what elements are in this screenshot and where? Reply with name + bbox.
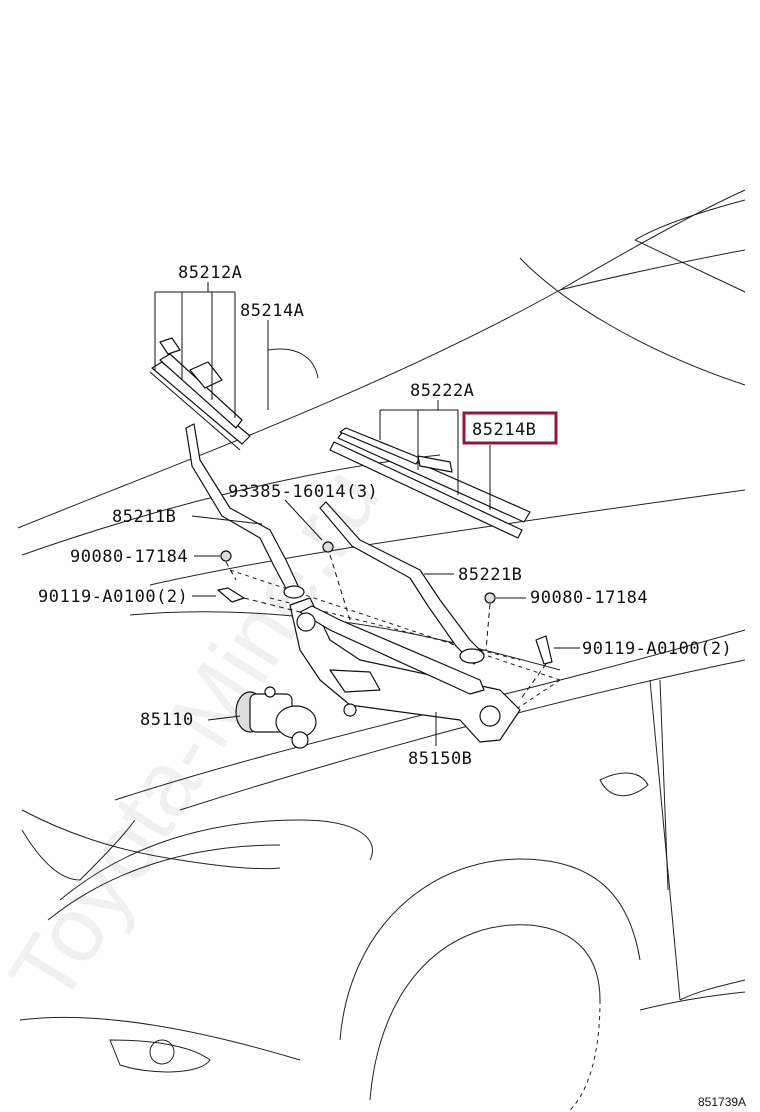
callout-85214B: 85214B <box>472 420 536 440</box>
callout-85110: 85110 <box>140 710 194 730</box>
callout-90119-A0100-left: 90119-A0100(2) <box>38 587 188 607</box>
wiper-motor <box>235 686 317 749</box>
passenger-wiper-arm <box>319 501 485 665</box>
callout-85150B: 85150B <box>408 749 472 769</box>
callout-labels: 85212A 85214A 85222A 85214B 93385-16014(… <box>38 263 732 769</box>
watermark-text: Toyota-Mine.ru <box>0 451 399 1021</box>
callout-85214A: 85214A <box>240 301 304 321</box>
leader-lines <box>154 282 580 746</box>
passenger-wiper-blade <box>329 427 531 539</box>
nut-right-icon <box>484 592 496 604</box>
callout-85222A: 85222A <box>410 381 474 401</box>
fasteners <box>217 541 553 665</box>
driver-wiper-blade <box>149 337 251 451</box>
cap-bolt-icon <box>322 541 334 553</box>
callout-85212A: 85212A <box>178 263 242 283</box>
callout-90080-17184-right: 90080-17184 <box>530 588 648 608</box>
callout-93385-16014: 93385-16014(3) <box>228 482 378 502</box>
driver-wiper-arm <box>185 423 305 599</box>
callout-90119-A0100-right: 90119-A0100(2) <box>582 639 732 659</box>
callout-85221B: 85221B <box>458 565 522 585</box>
callout-85211B: 85211B <box>112 507 176 527</box>
vehicle-body-outline <box>17 189 746 1111</box>
nut-left-icon <box>220 550 232 562</box>
callout-90080-17184-left: 90080-17184 <box>70 547 188 567</box>
highlight-box <box>462 411 558 445</box>
wiper-link-assembly <box>289 597 521 743</box>
bolt-right-icon <box>535 635 553 665</box>
figure-id: 851739A <box>698 1095 746 1109</box>
